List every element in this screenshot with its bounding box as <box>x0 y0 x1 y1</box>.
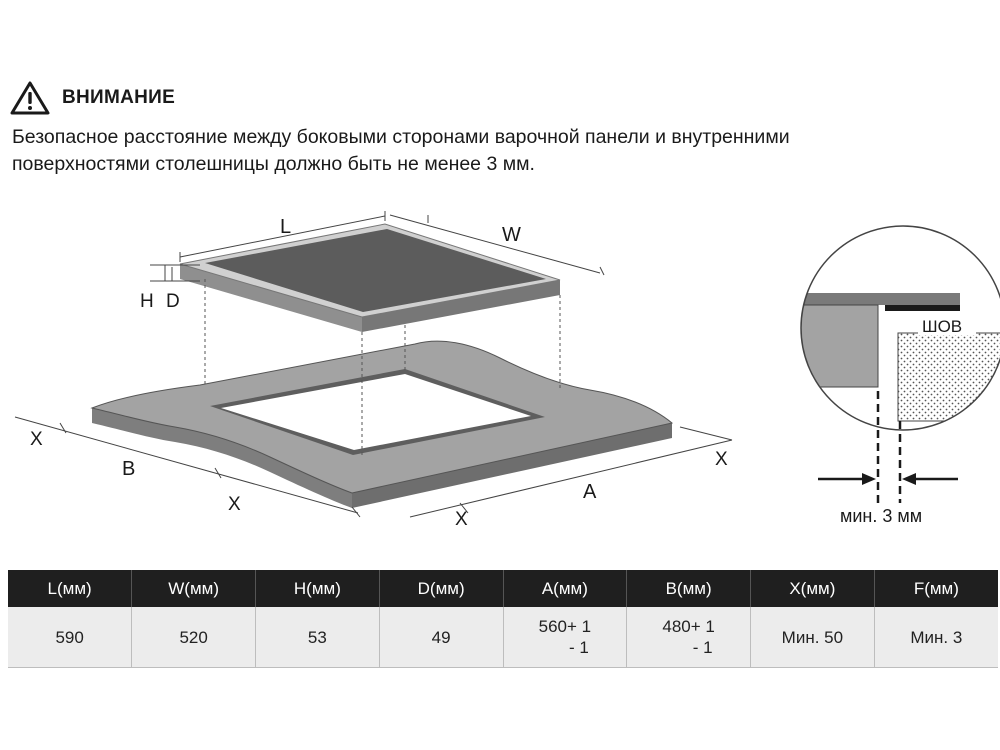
cell-A-line-2: - 1 <box>568 638 589 657</box>
table-header-row: L(мм) W(мм) H(мм) D(мм) A(мм) B(мм) X(мм… <box>8 570 998 607</box>
warning-text: Безопасное расстояние между боковыми сто… <box>12 124 987 178</box>
header-L: L(мм) <box>8 570 133 607</box>
table-row: 590 520 53 49 560+ 1 - 1 480+ 1 - 1 Мин.… <box>8 607 998 668</box>
label-L: L <box>280 216 291 238</box>
label-seam: ШОВ <box>922 317 962 336</box>
label-X-bottom-right: X <box>455 509 468 530</box>
cell-A-line-1: 560+ 1 <box>538 617 592 636</box>
cell-D: 49 <box>379 607 504 668</box>
projection-lines <box>204 279 561 455</box>
header-F: F(мм) <box>874 570 998 607</box>
label-H: H <box>140 291 154 312</box>
header-H: H(мм) <box>255 570 380 607</box>
dimension-lines-top <box>150 211 605 282</box>
label-W: W <box>502 224 521 246</box>
gap-arrows <box>818 473 958 485</box>
detail-circle: ШОВ <box>800 225 1000 431</box>
cell-F: Мин. 3 <box>874 607 998 668</box>
header-A: A(мм) <box>503 570 628 607</box>
cell-B-line-1: 480+ 1 <box>662 617 715 636</box>
warning-triangle-icon <box>10 81 50 115</box>
label-min-gap: мин. 3 мм <box>840 506 922 526</box>
cell-W: 520 <box>131 607 256 668</box>
label-X-left: X <box>30 429 43 450</box>
countertop <box>90 340 674 508</box>
header-W: W(мм) <box>131 570 256 607</box>
label-B: B <box>122 458 135 480</box>
header-D: D(мм) <box>379 570 504 607</box>
cell-B: 480+ 1 - 1 <box>626 607 751 668</box>
warning-line-1: Безопасное расстояние между боковыми сто… <box>12 126 790 148</box>
cell-B-line-2: - 1 <box>692 638 713 657</box>
label-D: D <box>166 291 180 312</box>
label-X-right: X <box>715 449 728 470</box>
warning-line-2: поверхностями столешницы должно быть не … <box>12 153 535 175</box>
header-X: X(мм) <box>750 570 875 607</box>
dimension-lines-bottom <box>14 416 733 518</box>
cell-A: 560+ 1 - 1 <box>503 607 628 668</box>
hob <box>179 223 561 332</box>
warning-title: ВНИМАНИЕ <box>62 87 176 108</box>
warning-header: ВНИМАНИЕ <box>10 78 175 118</box>
label-A: A <box>583 481 597 503</box>
spec-table: L(мм) W(мм) H(мм) D(мм) A(мм) B(мм) X(мм… <box>8 570 998 668</box>
header-B: B(мм) <box>626 570 751 607</box>
cell-H: 53 <box>255 607 380 668</box>
gap-lines <box>876 391 902 503</box>
installation-diagram: L W H D X B X X A X ШОВ <box>14 211 1000 530</box>
cell-L: 590 <box>8 607 133 668</box>
label-X-bottom-left: X <box>228 494 241 515</box>
cell-X: Мин. 50 <box>750 607 875 668</box>
